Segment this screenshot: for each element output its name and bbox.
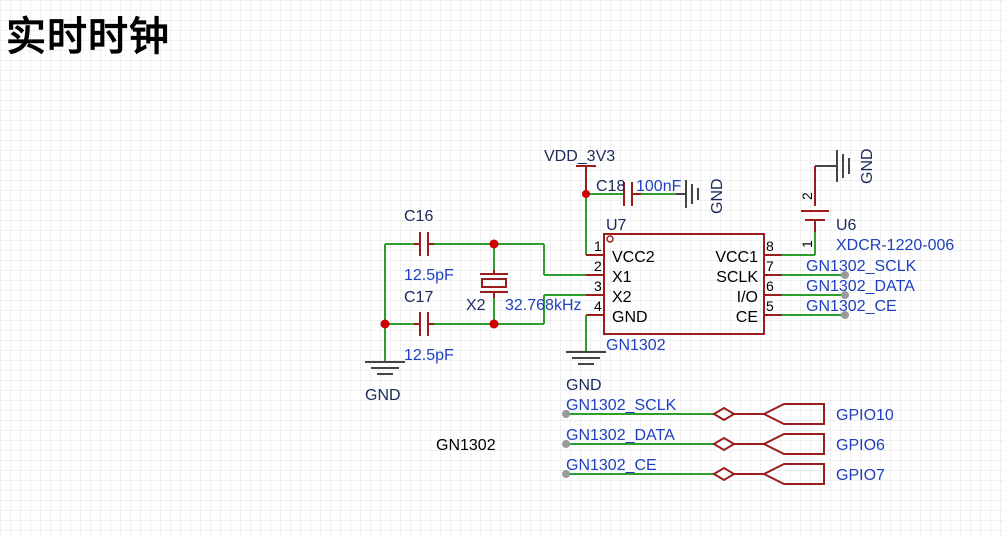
caps-ground-label: GND [365, 387, 401, 404]
chip-pin5-name: CE [736, 309, 758, 326]
c18-ground-symbol[interactable] [676, 180, 699, 208]
caps-ground-junction [380, 319, 390, 329]
chip-pin6-name: I/O [737, 289, 758, 306]
battery-wires [782, 232, 816, 256]
chip-left-pin-stubs [586, 254, 604, 316]
power-net-label: VDD_3V3 [544, 148, 615, 165]
data-net-endpoint[interactable] [841, 291, 849, 299]
battery-ref: U6 [836, 217, 857, 234]
chip-pin3-name: X2 [612, 289, 632, 306]
chip-pin4-number: 4 [594, 298, 602, 314]
port-net-label-sclk: GN1302_SCLK [566, 397, 677, 414]
c16-ref: C16 [404, 208, 433, 225]
chip-ref: U7 [606, 217, 627, 234]
ce-net-endpoint[interactable] [841, 311, 849, 319]
battery-ground-symbol[interactable] [815, 150, 850, 182]
chip-net-label-data: GN1302_DATA [806, 278, 915, 295]
chip-pin1-number: 1 [594, 238, 602, 254]
crystal-wires [384, 243, 586, 362]
c18-capacitor[interactable] [623, 182, 641, 206]
chip-pin7-number: 7 [766, 258, 774, 274]
chip-right-pin-stubs [764, 254, 782, 316]
u6-battery[interactable] [801, 166, 829, 232]
crystal-top-junction [489, 239, 499, 249]
chip-pin8-name: VCC1 [715, 249, 758, 266]
port-net-label-ce: GN1302_CE [566, 457, 657, 474]
crystal-bottom-junction [489, 319, 499, 329]
chip-value: GN1302 [606, 337, 666, 354]
port-row-data[interactable] [562, 433, 825, 455]
chip-net-label-ce: GN1302_CE [806, 298, 897, 315]
sclk-net-endpoint[interactable] [841, 271, 849, 279]
chip-pin8-number: 8 [766, 238, 774, 254]
c18-ref: C18 [596, 178, 625, 195]
c18-value: 100nF [636, 178, 682, 195]
schematic-caption: GN1302 [436, 437, 496, 454]
battery-ground-label: GND [859, 148, 876, 184]
c17-capacitor[interactable] [414, 312, 434, 336]
chip-pin7-name: SCLK [716, 269, 758, 286]
crystal-ref: X2 [466, 297, 486, 314]
chip-ground-symbol[interactable] [566, 315, 606, 365]
port-gpio-label-data: GPIO6 [836, 437, 885, 454]
port-row-sclk[interactable] [562, 403, 825, 425]
port-net-label-data: GN1302_DATA [566, 427, 675, 444]
chip-net-label-sclk: GN1302_SCLK [806, 258, 917, 275]
page-title: 实时时钟 [6, 14, 170, 60]
battery-pin-bottom: 1 [799, 240, 815, 248]
chip-pin5-number: 5 [766, 298, 774, 314]
x2-crystal[interactable] [480, 270, 508, 298]
chip-net-wires [782, 274, 845, 316]
port-row-ce[interactable] [562, 463, 825, 485]
vdd-junction [582, 190, 590, 198]
c17-ref: C17 [404, 289, 433, 306]
chip-pin1-name: VCC2 [612, 249, 655, 266]
chip-pin6-number: 6 [766, 278, 774, 294]
c17-value: 12.5pF [404, 347, 454, 364]
caps-ground-symbol[interactable] [365, 361, 405, 375]
battery-pin-top: 2 [799, 192, 815, 200]
battery-value: XDCR-1220-006 [836, 237, 954, 254]
chip-pin3-number: 3 [594, 278, 602, 294]
crystal-value: 32.768kHz [505, 297, 582, 314]
port-gpio-label-sclk: GPIO10 [836, 407, 894, 424]
chip-ground-label: GND [566, 377, 602, 394]
u7-chip[interactable] [603, 233, 765, 335]
c16-value: 12.5pF [404, 267, 454, 284]
c18-ground-label: GND [709, 178, 726, 214]
port-gpio-label-ce: GPIO7 [836, 467, 885, 484]
c16-capacitor[interactable] [414, 232, 434, 256]
vdd-power-symbol[interactable] [576, 165, 596, 194]
chip-pin2-name: X1 [612, 269, 632, 286]
chip-pin4-name: GND [612, 309, 648, 326]
chip-pin2-number: 2 [594, 258, 602, 274]
